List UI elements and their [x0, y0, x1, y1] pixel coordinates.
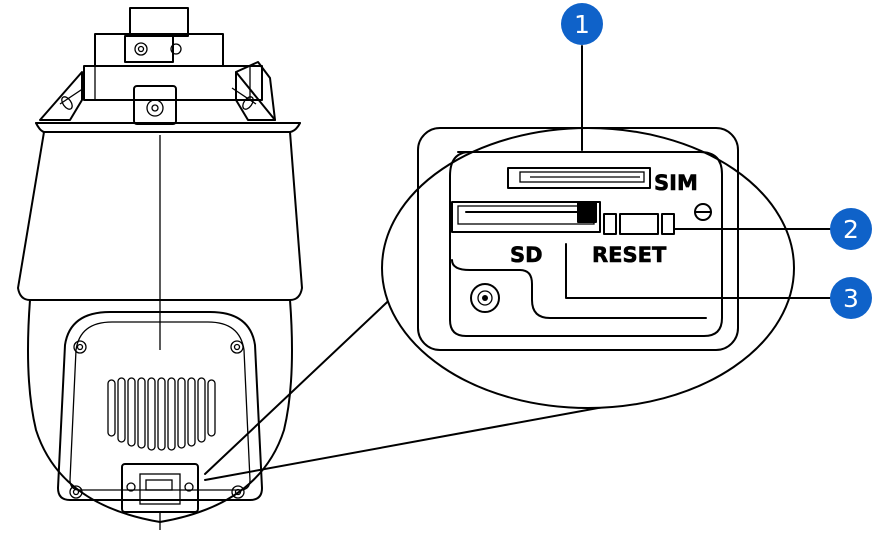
callout-2-number: 2 — [843, 215, 859, 244]
callout-1: 1 — [561, 3, 603, 45]
screw-icon — [694, 203, 712, 221]
sd-label: SD — [510, 243, 543, 267]
callout-3-number: 3 — [843, 284, 859, 313]
sd-card-slot — [451, 201, 601, 233]
vent-grille — [107, 377, 216, 451]
mount-bracket — [39, 7, 276, 125]
ptz-camera — [17, 7, 303, 530]
leader-lines — [565, 45, 833, 299]
callout-2: 2 — [830, 208, 872, 250]
callout-1-number: 1 — [574, 10, 590, 39]
sim-label: SIM — [654, 171, 698, 195]
magnified-view: SIM SD RESET — [381, 127, 795, 409]
zoom-lines — [204, 289, 621, 481]
callout-3: 3 — [830, 277, 872, 319]
reset-label: RESET — [592, 243, 667, 267]
round-port-icon — [470, 283, 500, 313]
screw-icons — [69, 340, 245, 499]
reset-button — [603, 213, 675, 235]
sim-card-slot — [507, 167, 651, 189]
service-panel-small — [121, 463, 199, 530]
front-window — [57, 311, 263, 501]
